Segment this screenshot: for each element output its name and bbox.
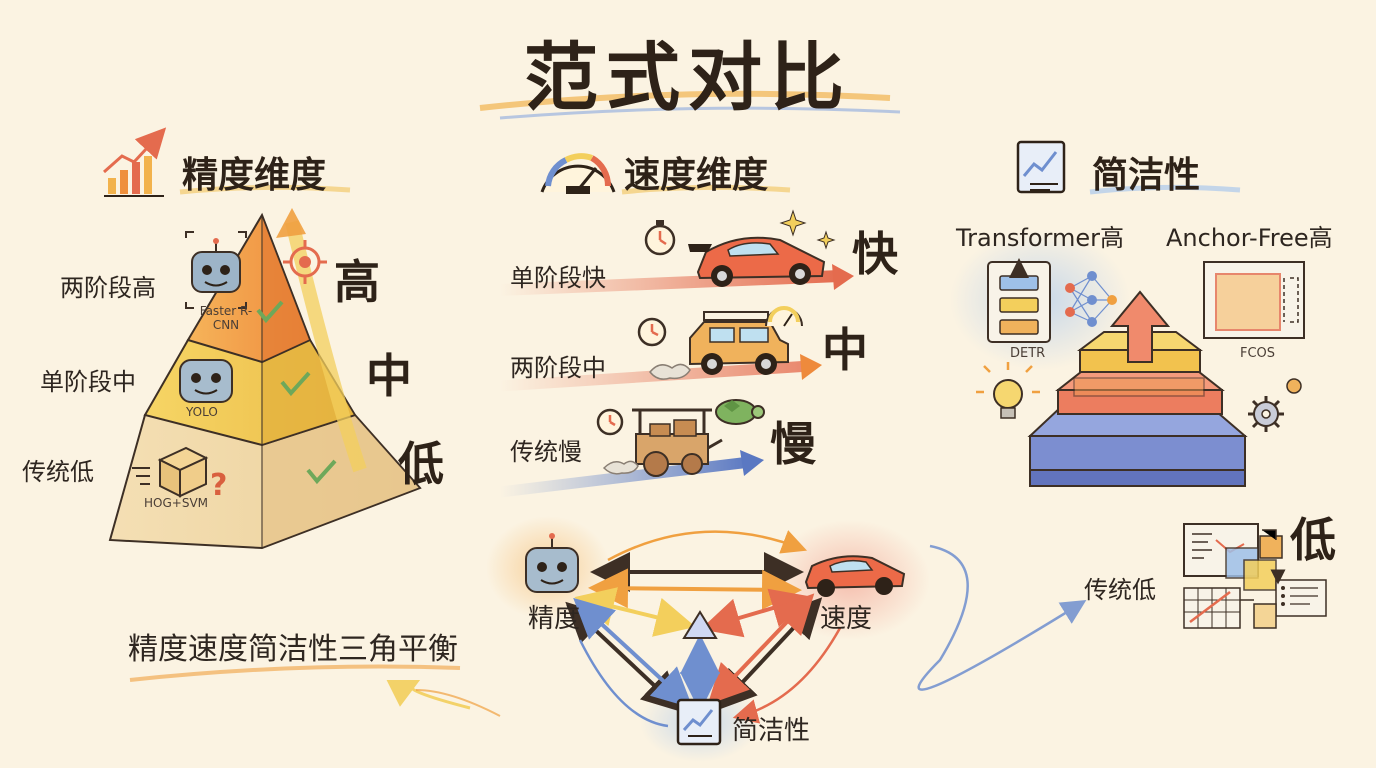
speed-mark-slow: 慢 bbox=[770, 417, 816, 471]
fast-arrow bbox=[499, 270, 841, 296]
fcos-label: FCOS bbox=[1240, 346, 1276, 361]
accuracy-mark-high: 高 bbox=[334, 255, 380, 309]
simplicity-header: 简洁性 bbox=[1092, 155, 1201, 196]
document-chart-icon bbox=[1016, 140, 1066, 194]
box-icon bbox=[132, 446, 209, 498]
speed-mark-medium: 中 bbox=[822, 323, 868, 377]
balance-triangle-icon bbox=[682, 610, 718, 639]
layered-blocks bbox=[1027, 331, 1248, 487]
stopwatch-icon bbox=[596, 408, 624, 436]
sparkle-icon bbox=[779, 209, 836, 250]
model-label-faster-rcnn: Faster R-CNN bbox=[199, 304, 253, 332]
triangle-node-simplicity: 简洁性 bbox=[732, 716, 811, 746]
robot-icon bbox=[185, 231, 247, 309]
simplicity-connector bbox=[917, 544, 1087, 691]
stopwatch-icon bbox=[637, 317, 667, 347]
speed-header: 速度维度 bbox=[624, 155, 769, 196]
accuracy-level-label: 传统低 bbox=[22, 458, 94, 486]
question-mark-icon: ? bbox=[210, 468, 227, 503]
chart-icon bbox=[103, 127, 167, 197]
turtle-icon bbox=[715, 399, 765, 425]
detr-network-icon bbox=[987, 258, 1117, 343]
complex-pipeline-icon bbox=[1183, 523, 1327, 629]
speed-mark-fast: 快 bbox=[852, 227, 898, 281]
robot-icon bbox=[525, 533, 579, 593]
robot-icon bbox=[179, 359, 233, 403]
fcos-box-icon bbox=[1203, 261, 1305, 339]
anchor-free-label: Anchor-Free高 bbox=[1166, 224, 1333, 252]
triangle-arrows bbox=[565, 530, 842, 728]
accuracy-pyramid bbox=[108, 212, 422, 550]
speed-row-label: 两阶段中 bbox=[510, 354, 606, 382]
model-label-hog-svm: HOG+SVM bbox=[144, 496, 209, 510]
traditional-simplicity-label: 传统低 bbox=[1084, 576, 1156, 604]
gauge-icon bbox=[765, 306, 803, 327]
document-chart-icon bbox=[676, 698, 722, 746]
sports-car-icon bbox=[804, 555, 906, 597]
sports-car-icon bbox=[688, 236, 826, 287]
suv-icon bbox=[649, 311, 789, 380]
triangle-caption: 精度速度简洁性三角平衡 bbox=[128, 632, 458, 667]
transformer-label: Transformer高 bbox=[956, 224, 1125, 252]
triangle-node-accuracy: 精度 bbox=[528, 604, 581, 634]
accuracy-level-label: 单阶段中 bbox=[40, 368, 136, 396]
detr-label: DETR bbox=[1010, 346, 1046, 361]
accuracy-mark-low: 低 bbox=[398, 437, 444, 491]
lightbulb-icon bbox=[976, 362, 1040, 419]
gear-icon bbox=[1248, 378, 1302, 432]
speed-row-label: 传统慢 bbox=[510, 438, 582, 466]
stopwatch-icon bbox=[644, 220, 676, 256]
accuracy-mark-medium: 中 bbox=[366, 349, 412, 403]
up-arrow bbox=[1109, 290, 1171, 363]
model-label-yolo: YOLO bbox=[186, 405, 218, 419]
speed-row-label: 单阶段快 bbox=[510, 264, 606, 292]
title-underline bbox=[479, 90, 891, 111]
cart-icon bbox=[602, 408, 723, 477]
slow-arrow bbox=[499, 456, 751, 498]
simplicity-mark-low: 低 bbox=[1290, 513, 1336, 567]
caption-connector bbox=[386, 679, 471, 710]
triangle-node-speed: 速度 bbox=[820, 604, 873, 634]
page-title: 范式对比 bbox=[524, 35, 852, 121]
accuracy-header: 精度维度 bbox=[182, 155, 327, 196]
target-icon bbox=[283, 240, 327, 284]
gauge-icon bbox=[540, 153, 616, 194]
accuracy-level-label: 两阶段高 bbox=[60, 274, 156, 302]
